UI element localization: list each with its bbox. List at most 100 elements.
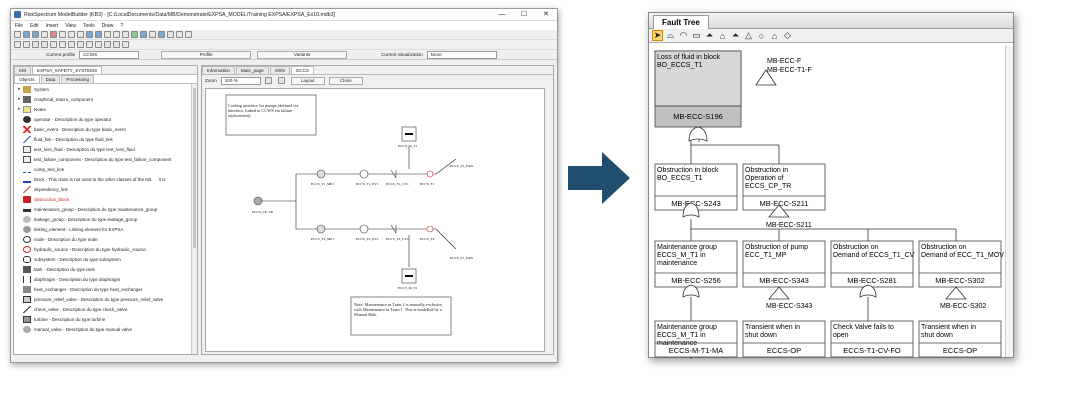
fault-tree-scrollbar[interactable] xyxy=(1005,45,1013,357)
grid-icon[interactable] xyxy=(131,31,138,38)
tree-item[interactable]: maintenance_group - Description du type … xyxy=(18,204,197,214)
profile-button[interactable]: Profile xyxy=(161,50,252,59)
inhibit-gate-icon[interactable]: ⌂ xyxy=(719,30,726,41)
save-icon[interactable] xyxy=(32,31,39,38)
tab-sws[interactable]: SWS xyxy=(269,66,291,74)
lock-icon[interactable] xyxy=(176,31,183,38)
zoom-out-icon[interactable] xyxy=(277,77,285,84)
fault-tree-canvas[interactable]: Loss of fluid in block BO_ECCS_T1 MB-ECC… xyxy=(649,45,1015,359)
copy-icon[interactable] xyxy=(68,31,75,38)
tree-item[interactable]: test_failure_component - Description du … xyxy=(18,154,197,164)
voting-gate-icon[interactable]: ⏶ xyxy=(731,30,740,40)
menu-insert[interactable]: Insert xyxy=(45,22,59,29)
xor-gate-icon[interactable]: ⏶ xyxy=(705,30,714,40)
new-icon[interactable] xyxy=(14,31,21,38)
tab-data[interactable]: Data xyxy=(40,75,61,83)
menu-view[interactable]: View xyxy=(65,22,76,29)
delete-icon[interactable] xyxy=(50,31,57,38)
close-button[interactable]: ✕ xyxy=(543,10,549,18)
transfer-icon[interactable]: △ xyxy=(745,30,752,40)
current-profile-select[interactable]: CCWS xyxy=(79,50,140,59)
tree-scrollbar[interactable] xyxy=(191,84,197,354)
tree-item[interactable]: block - This class is not used in the ot… xyxy=(18,174,197,184)
tab-processing[interactable]: Processing xyxy=(61,75,95,83)
expand-arrow-icon[interactable]: ▸ xyxy=(18,86,21,92)
zoom-out-icon[interactable] xyxy=(122,31,129,38)
expand-arrow-icon[interactable]: ▸ xyxy=(18,106,21,112)
tree-item[interactable]: comp_test_link xyxy=(18,164,197,174)
zoom-in-icon[interactable] xyxy=(264,77,272,84)
tree-item[interactable]: ▸Graphical_macro_component xyxy=(18,94,197,104)
zoom-in-icon[interactable] xyxy=(113,31,120,38)
tree-item[interactable]: operator - Description du type operator xyxy=(18,114,197,124)
zoom-select[interactable]: 100 % xyxy=(220,76,261,85)
menu-tools[interactable]: Tools xyxy=(82,22,95,29)
line-icon[interactable] xyxy=(122,41,129,48)
tree-item[interactable]: hydraulic_source - Description du type h… xyxy=(18,244,197,254)
basic-event-icon[interactable]: ○ xyxy=(758,30,765,41)
redo-icon[interactable] xyxy=(95,31,102,38)
tree-item[interactable]: linking_element - Linking element for EX… xyxy=(18,224,197,234)
distribute-icon[interactable] xyxy=(50,41,57,48)
menu-edit[interactable]: Edit xyxy=(30,22,39,29)
menu-draw[interactable]: Draw xyxy=(101,22,114,29)
event-box-icon[interactable]: ▭ xyxy=(692,30,701,40)
eccs-diagram-canvas[interactable]: Cooling interface for pumps (defined via… xyxy=(205,88,545,352)
tree-item[interactable]: pressure_relief_valve - Description du t… xyxy=(18,294,197,304)
tree-item[interactable]: tank - Description du type tank xyxy=(18,264,197,274)
minimize-button[interactable]: — xyxy=(498,10,506,18)
layout-icon[interactable] xyxy=(140,31,147,38)
pointer-icon[interactable]: ➤ xyxy=(652,30,663,41)
tree-item[interactable]: obstruction_block xyxy=(18,194,197,204)
house-event-icon[interactable]: ⌂ xyxy=(771,30,778,41)
tab-main-page[interactable]: Main_page xyxy=(235,66,269,74)
or-gate-icon[interactable]: ⌓ xyxy=(666,30,675,40)
and-gate-icon[interactable]: ◠ xyxy=(679,30,688,40)
bring-front-icon[interactable] xyxy=(77,41,84,48)
send-back-icon[interactable] xyxy=(86,41,93,48)
undeveloped-event-icon[interactable]: ◇ xyxy=(784,30,791,40)
expand-arrow-icon[interactable]: ▸ xyxy=(18,96,21,102)
align-right-icon[interactable] xyxy=(32,41,39,48)
tree-item[interactable]: node - Description du type node xyxy=(18,234,197,244)
align-center-icon[interactable] xyxy=(23,41,30,48)
open-icon[interactable] xyxy=(23,31,30,38)
table-icon[interactable] xyxy=(167,31,174,38)
menu-help[interactable]: ? xyxy=(120,22,124,29)
tree-item[interactable]: fluid_link - Description du type fluid_l… xyxy=(18,134,197,144)
layout-button[interactable]: Layout xyxy=(290,76,325,85)
tab-expsa-safety-systems[interactable]: EXPSA_SAFETY_SYSTEMS xyxy=(31,66,103,74)
flip-icon[interactable] xyxy=(104,41,111,48)
group-icon[interactable] xyxy=(59,41,66,48)
align-icon[interactable] xyxy=(149,31,156,38)
settings-icon[interactable] xyxy=(185,31,192,38)
tab-objects[interactable]: Objects xyxy=(14,75,40,83)
tree-item[interactable]: turbine - Description du type turbine xyxy=(18,314,197,324)
level2-event-0[interactable]: Obstruction in blockBO_ECCS_T1MB-ECC-S24… xyxy=(654,163,738,211)
tree-item[interactable]: basic_event - Description du type basic_… xyxy=(18,124,197,134)
tab-information[interactable]: Information xyxy=(202,66,235,74)
menu-file[interactable]: File xyxy=(15,22,24,29)
tree-item[interactable]: ▸System xyxy=(18,84,197,94)
align-top-icon[interactable] xyxy=(41,41,48,48)
tab-km[interactable]: KM xyxy=(14,66,31,74)
tree-item[interactable]: manual_valve - Description du type manua… xyxy=(18,324,197,334)
undo-icon[interactable] xyxy=(86,31,93,38)
print-icon[interactable] xyxy=(41,31,48,38)
tree-item[interactable]: subsystem - Description du type subsyste… xyxy=(18,254,197,264)
tab-eccs[interactable]: ECCS xyxy=(291,66,314,74)
fault-tree-tab[interactable]: Fault Tree xyxy=(653,15,709,29)
maximize-button[interactable]: ☐ xyxy=(520,10,528,18)
tree-item[interactable]: test_loss_fluid - Description du type te… xyxy=(18,144,197,154)
tree-item[interactable]: ▸Notes xyxy=(18,104,197,114)
find-icon[interactable] xyxy=(104,31,111,38)
diagram-close-button[interactable]: Close xyxy=(328,76,363,85)
align-left-icon[interactable] xyxy=(14,41,21,48)
